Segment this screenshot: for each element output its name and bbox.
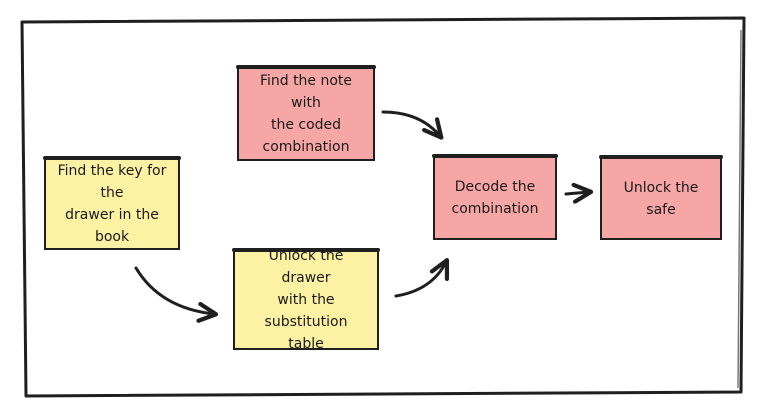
node-decode-combination: Decode the combination [432,154,558,240]
node-find-note: Find the note with the coded combination [236,65,376,161]
node-decode-combination-label: Decode the combination [451,179,539,217]
node-unlock-safe: Unlock the safe [599,155,723,240]
node-unlock-drawer-label: Unlock the drawer with the substitution … [264,248,348,352]
edge-key-to-drawer [134,266,219,323]
edge-note-to-decode [381,110,444,140]
node-find-note-label: Find the note with the coded combination [259,73,353,155]
node-find-key: Find the key for the drawer in the book [43,156,181,250]
edge-drawer-to-decode [394,258,450,298]
node-unlock-drawer: Unlock the drawer with the substitution … [232,248,380,352]
edge-decode-to-unlocksafe [564,182,594,204]
node-find-key-label: Find the key for the drawer in the book [57,163,167,245]
node-unlock-safe-label: Unlock the safe [623,179,699,218]
